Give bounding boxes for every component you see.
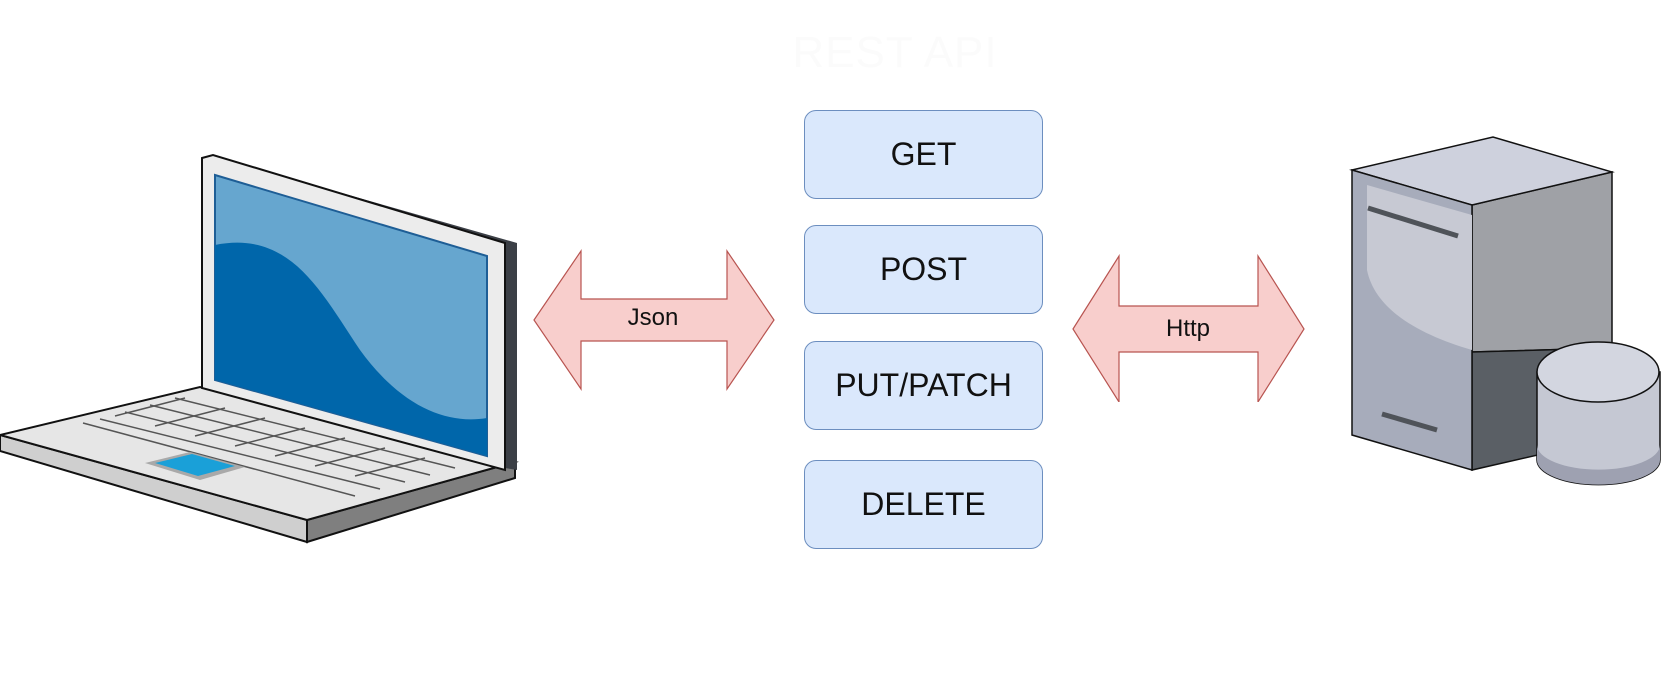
diagram-title: REST API [792,28,998,77]
method-get: GET [804,110,1043,199]
server-database-icon [1349,136,1661,486]
method-put-patch: PUT/PATCH [804,341,1043,430]
laptop-icon [0,153,519,544]
arrow-label-json: Json [627,304,679,331]
keyboard-icon [82,397,456,497]
method-delete: DELETE [804,460,1043,549]
double-arrow-http-icon [1072,253,1305,402]
method-post: POST [804,225,1043,314]
double-arrow-json-icon [533,249,775,391]
arrow-label-http: Http [1165,315,1210,342]
